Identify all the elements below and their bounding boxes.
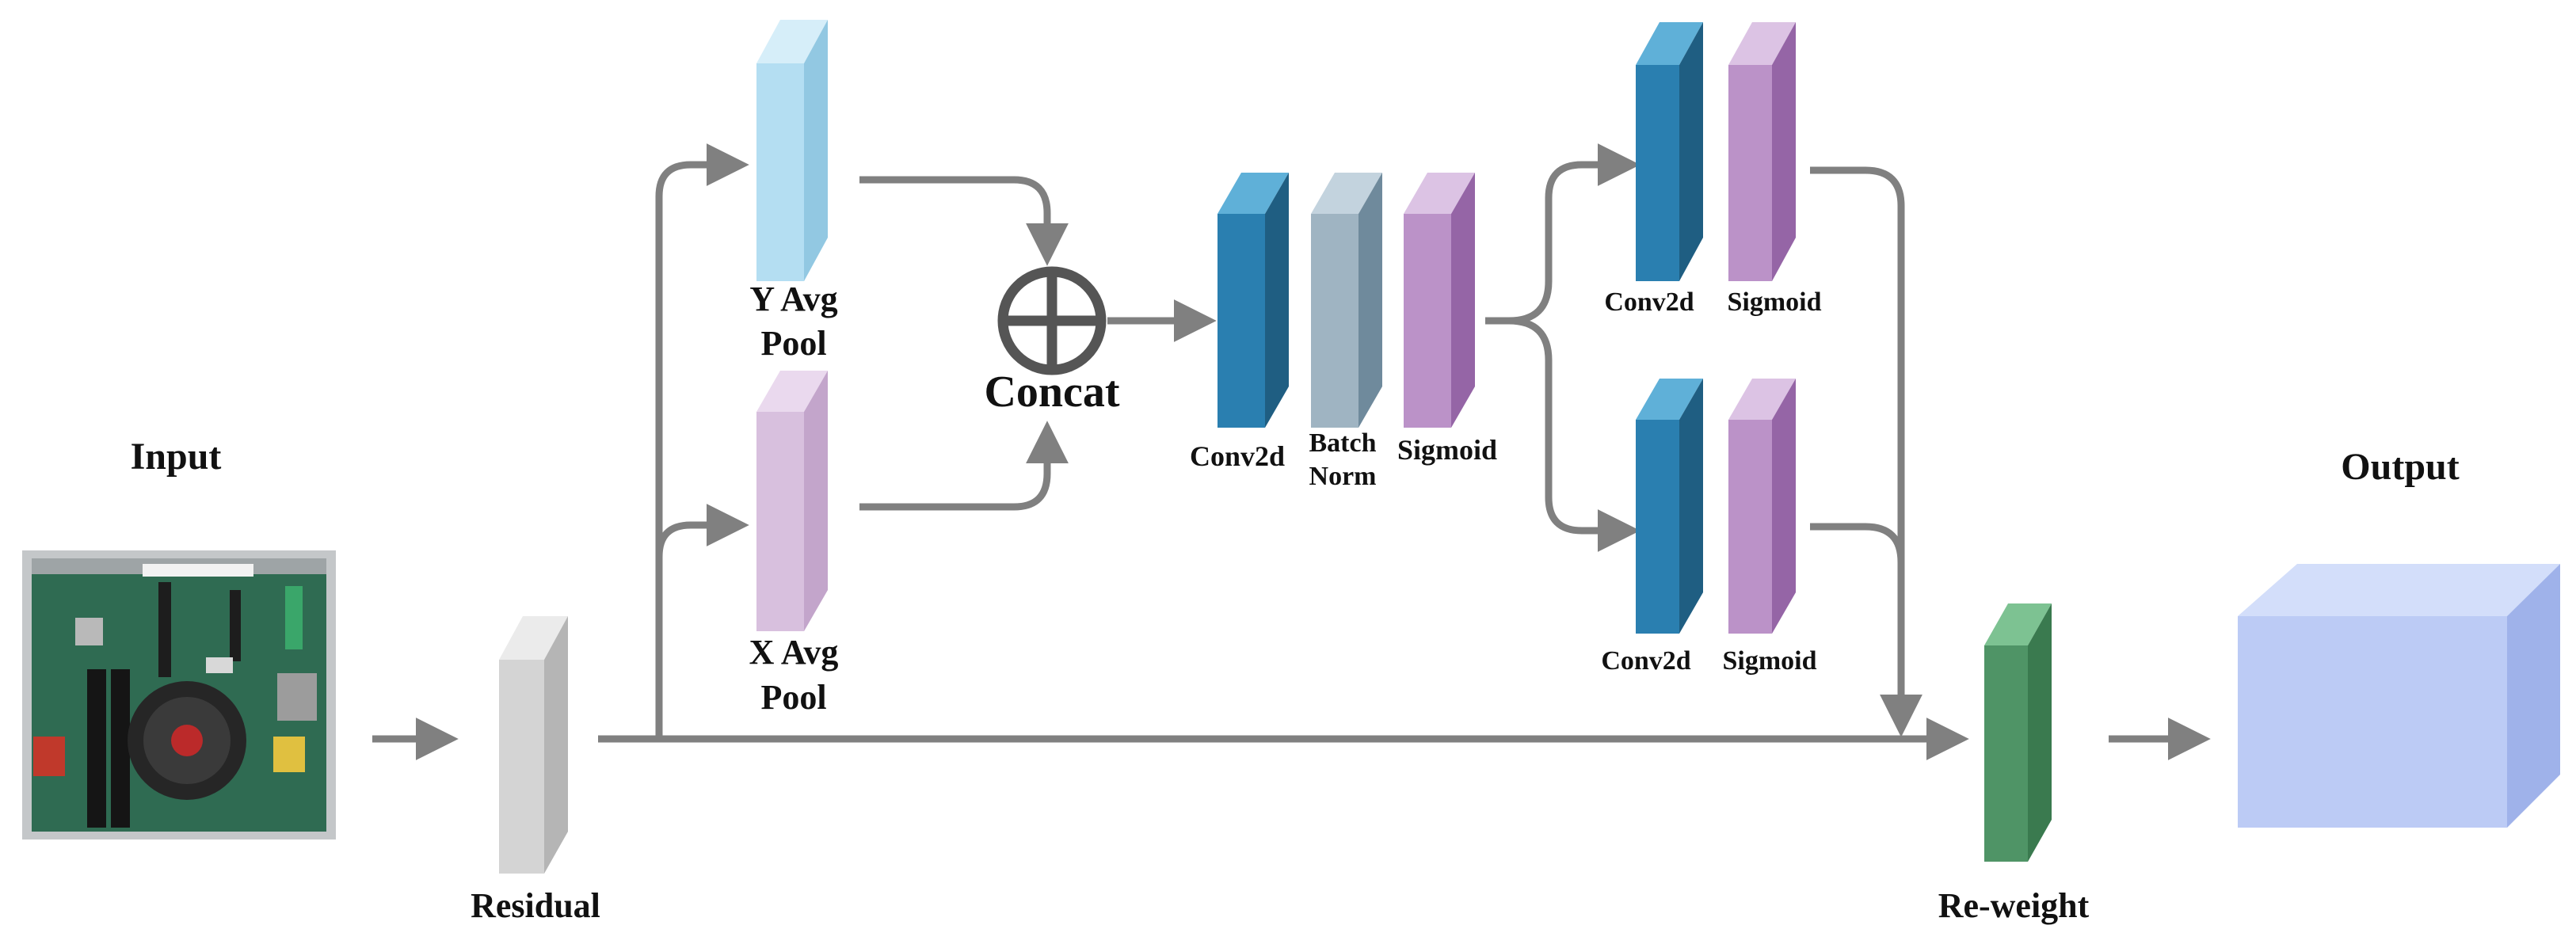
arrow-y-pool-to-concat (859, 176, 1069, 266)
arrow-to-y-avg-pool (655, 143, 749, 739)
y-avg-pool-label-line2: Pool (760, 324, 826, 363)
concat-label: Concat (984, 367, 1119, 417)
top-conv2d-block (1636, 22, 1703, 281)
mid-sigmoid-block (1404, 173, 1475, 428)
x-avg-pool-block (756, 371, 828, 631)
y-avg-pool-label-line1: Y Avg (749, 280, 837, 318)
batch-norm-label-line2: Norm (1309, 462, 1377, 491)
arrow-to-x-avg-pool (655, 504, 749, 558)
x-avg-pool-label-line2: Pool (760, 678, 826, 717)
reweight-block (1984, 603, 2052, 862)
arrow-x-pool-to-concat (859, 421, 1069, 511)
top-conv2d-label: Conv2d (1604, 287, 1694, 317)
output-cube (2238, 564, 2560, 828)
mid-conv2d-block (1218, 173, 1289, 428)
bottom-sigmoid-label: Sigmoid (1722, 646, 1816, 676)
bottom-sigmoid-block (1728, 379, 1796, 634)
output-label: Output (2341, 446, 2459, 488)
arrow-top-branch-to-reweight (1810, 166, 1922, 737)
input-label: Input (131, 436, 222, 478)
mid-conv2d-label: Conv2d (1190, 440, 1285, 472)
circle-plus-icon (997, 266, 1107, 375)
arrow-bottom-branch-to-reweight (1810, 523, 1905, 563)
batch-norm-label-line1: Batch (1309, 428, 1377, 458)
residual-label: Residual (471, 886, 600, 925)
bottom-conv2d-label: Conv2d (1601, 646, 1690, 676)
bottom-conv2d-block (1636, 379, 1703, 634)
top-sigmoid-block (1728, 22, 1796, 281)
input-image (22, 550, 336, 839)
batch-norm-block (1311, 173, 1382, 428)
arrow-to-top-branch (1485, 143, 1640, 325)
y-avg-pool-block (756, 20, 828, 281)
reweight-label: Re-weight (1938, 886, 2090, 925)
residual-block (499, 616, 568, 874)
arrow-to-bottom-branch (1508, 317, 1640, 552)
top-sigmoid-label: Sigmoid (1727, 287, 1821, 317)
x-avg-pool-label-line1: X Avg (749, 633, 839, 672)
mid-sigmoid-label: Sigmoid (1397, 434, 1497, 466)
